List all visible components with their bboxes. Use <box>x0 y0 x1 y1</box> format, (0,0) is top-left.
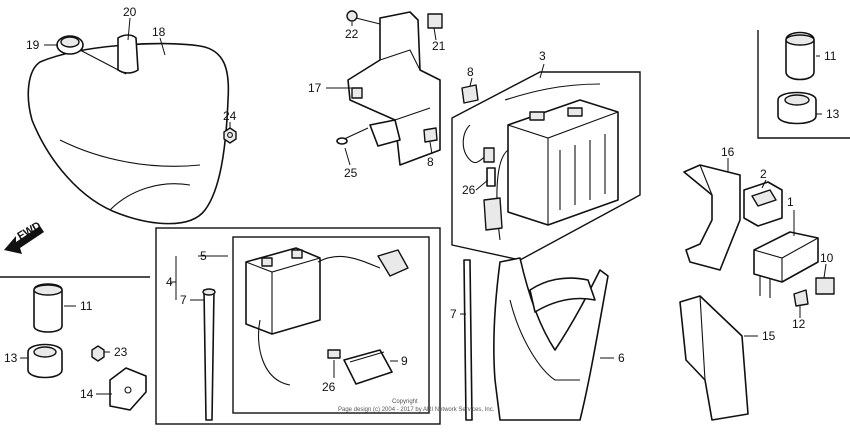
callout-25: 25 <box>344 166 358 180</box>
callout-6: 6 <box>618 351 625 365</box>
callout-16: 16 <box>721 145 735 159</box>
lower-kit-frame-inner <box>232 236 430 414</box>
callout-21: 21 <box>432 39 446 53</box>
callout-24: 24 <box>223 109 237 123</box>
side-cover <box>27 42 230 225</box>
cover-nut <box>223 127 237 144</box>
callout-26-kit: 26 <box>322 380 336 394</box>
cover-knob-screw <box>56 35 127 75</box>
callout-11: 11 <box>80 299 93 313</box>
stay-nut <box>91 345 105 362</box>
callout-13: 13 <box>4 351 18 365</box>
cushion-lower <box>423 127 438 143</box>
upper-right-inset-frame <box>757 30 850 139</box>
callout-13-inset: 13 <box>826 107 840 121</box>
relay-clip <box>793 289 809 307</box>
cover-grommet <box>117 34 139 74</box>
lower-kit-frame-outer <box>155 227 441 425</box>
callout-7-kit: 7 <box>180 293 187 307</box>
callout-1: 1 <box>787 195 794 209</box>
callout-8-lower: 8 <box>427 155 434 169</box>
leader-lines <box>20 17 827 395</box>
bracket-screw <box>346 10 381 25</box>
relay-bracket <box>683 164 741 271</box>
callout-10: 10 <box>820 251 834 265</box>
callout-15: 15 <box>762 329 776 343</box>
copyright-line-2: Page design (c) 2004 - 2017 by ARI Netwo… <box>338 407 495 413</box>
regulator-unit <box>753 231 819 298</box>
fuse-holder-upper <box>483 167 503 231</box>
callout-9: 9 <box>401 354 408 368</box>
callout-3: 3 <box>539 49 546 63</box>
callout-7: 7 <box>450 307 457 321</box>
battery-case <box>493 257 609 421</box>
kit-battery <box>245 247 321 335</box>
callout-11-inset: 11 <box>824 49 837 63</box>
regulator-bracket <box>679 295 749 421</box>
starter-relay <box>743 181 783 227</box>
callout-12: 12 <box>792 317 806 331</box>
callout-20: 20 <box>123 5 137 19</box>
capacitor-holder <box>27 343 63 379</box>
callout-23: 23 <box>114 345 128 359</box>
capacitor-inset <box>785 31 815 81</box>
kit-fuse-holder <box>343 349 393 385</box>
battery-box-frame <box>451 71 641 261</box>
gasket-plate <box>427 13 443 29</box>
strap-pin <box>336 127 369 145</box>
callout-2: 2 <box>760 167 767 181</box>
kit-fuse <box>327 349 341 359</box>
battery-bracket <box>347 11 441 166</box>
callout-19: 19 <box>26 38 40 52</box>
callout-18: 18 <box>152 25 166 39</box>
callout-4: 4 <box>166 275 173 289</box>
vent-tube <box>463 259 473 421</box>
callout-labels: 1 2 3 4 5 6 7 7 8 8 9 10 11 11 12 13 13 … <box>4 5 840 401</box>
kit-cable <box>257 249 409 386</box>
copyright-notice: Copyright Page design (c) 2004 - 2017 by… <box>338 399 495 413</box>
relay-cap <box>815 277 835 295</box>
kit-vent-tube <box>202 288 216 421</box>
callout-8-upper: 8 <box>467 65 474 79</box>
callout-22: 22 <box>345 27 359 41</box>
fwd-arrow: FWD <box>4 220 44 254</box>
capacitor <box>33 283 63 333</box>
callout-17: 17 <box>308 81 322 95</box>
copyright-line-1: Copyright <box>392 399 418 405</box>
callout-14: 14 <box>80 387 94 401</box>
callout-5: 5 <box>200 249 207 263</box>
callout-26-upper: 26 <box>462 183 476 197</box>
battery <box>504 83 619 226</box>
cushion-upper <box>461 84 479 104</box>
holder-stay <box>109 367 147 411</box>
capacitor-holder-inset <box>777 91 817 125</box>
